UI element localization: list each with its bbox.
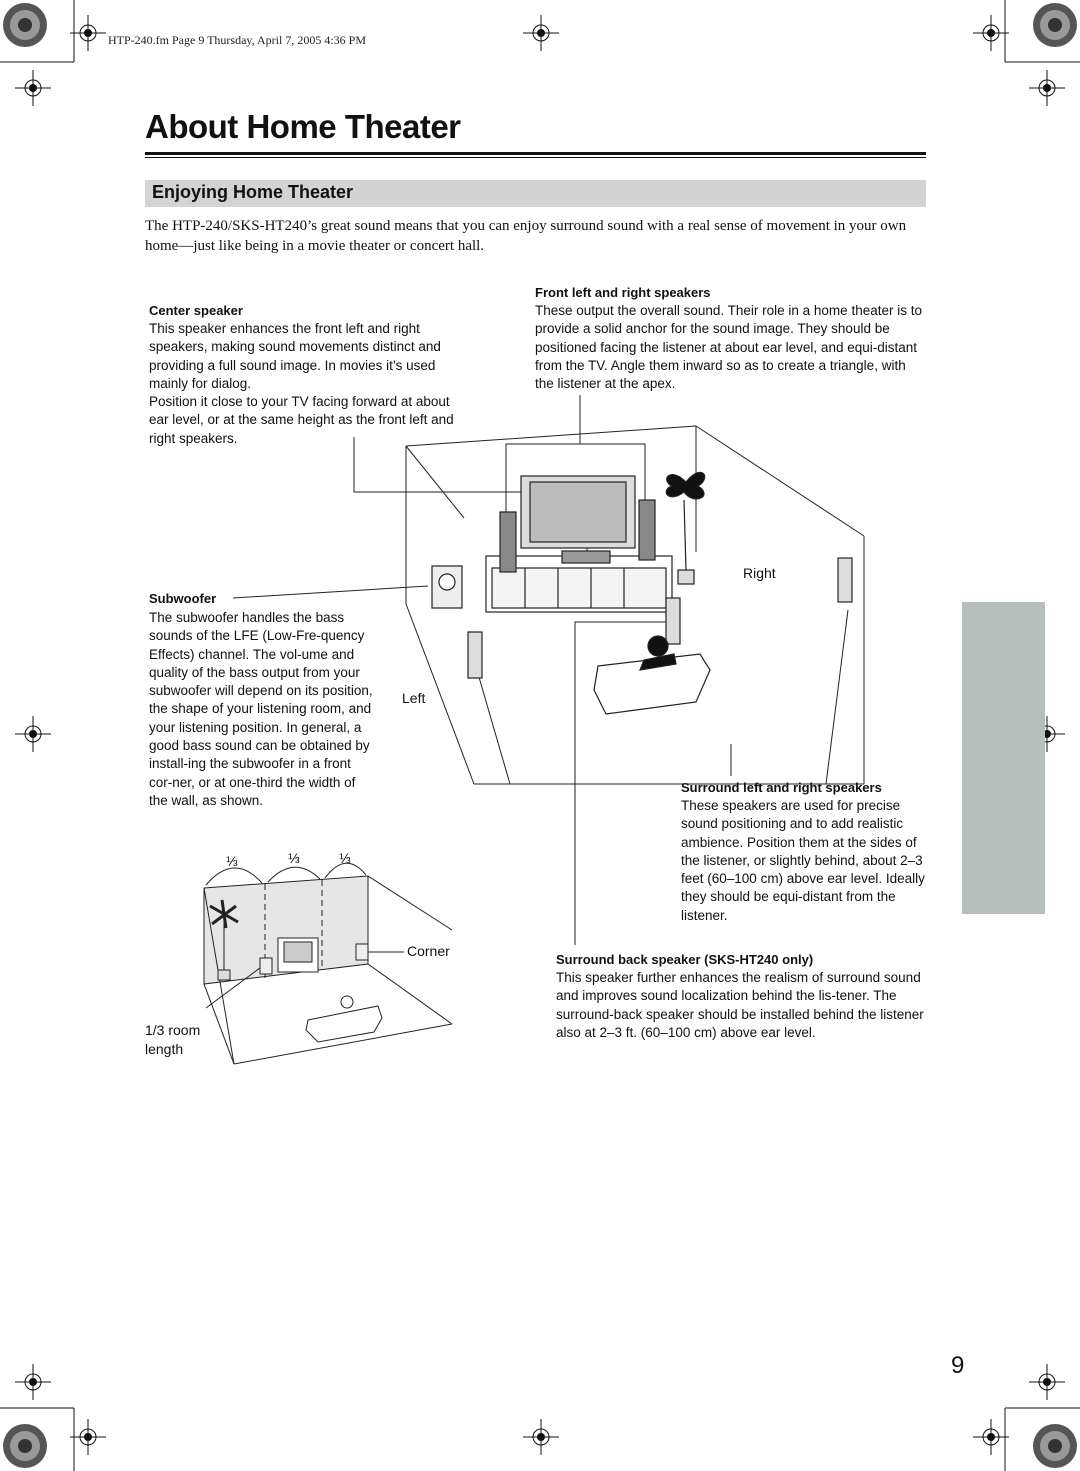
subwoofer-heading: Subwoofer bbox=[149, 591, 217, 606]
front-speakers-text: These output the overall sound. Their ro… bbox=[535, 303, 922, 392]
chapter-side-tab bbox=[962, 602, 1045, 914]
subwoofer-text: The subwoofer handles the bass sounds of… bbox=[149, 610, 373, 808]
surround-back-text: This speaker further enhances the realis… bbox=[556, 970, 924, 1040]
label-right: Right bbox=[743, 565, 776, 581]
label-left: Left bbox=[402, 690, 426, 706]
label-third-3: ⅓ bbox=[339, 850, 351, 866]
label-third-2: ⅓ bbox=[288, 850, 300, 866]
surround-speakers-text: These speakers are used for precise soun… bbox=[681, 798, 925, 923]
surround-back-heading: Surround back speaker (SKS-HT240 only) bbox=[556, 952, 814, 967]
intro-paragraph: The HTP-240/SKS-HT240’s great sound mean… bbox=[145, 218, 907, 254]
title-rule-thick bbox=[145, 152, 926, 155]
title-rule-thin bbox=[145, 157, 926, 158]
label-room-length-1: 1/3 room bbox=[145, 1022, 201, 1038]
print-header: HTP-240.fm Page 9 Thursday, April 7, 200… bbox=[108, 33, 366, 47]
label-corner: Corner bbox=[407, 943, 450, 959]
center-speaker-text-2: Position it close to your TV facing forw… bbox=[149, 394, 454, 446]
section-bar bbox=[145, 180, 926, 207]
center-speaker-heading: Center speaker bbox=[149, 303, 243, 318]
room-top-edge bbox=[405, 425, 697, 447]
section-title: Enjoying Home Theater bbox=[152, 182, 354, 202]
label-room-length-2: length bbox=[145, 1041, 184, 1057]
page-title: About Home Theater bbox=[145, 108, 461, 145]
page-number: 9 bbox=[951, 1352, 965, 1379]
front-speakers-heading: Front left and right speakers bbox=[535, 285, 711, 300]
label-third-1: ⅓ bbox=[226, 853, 238, 869]
center-speaker-text-1: This speaker enhances the front left and… bbox=[149, 321, 441, 391]
